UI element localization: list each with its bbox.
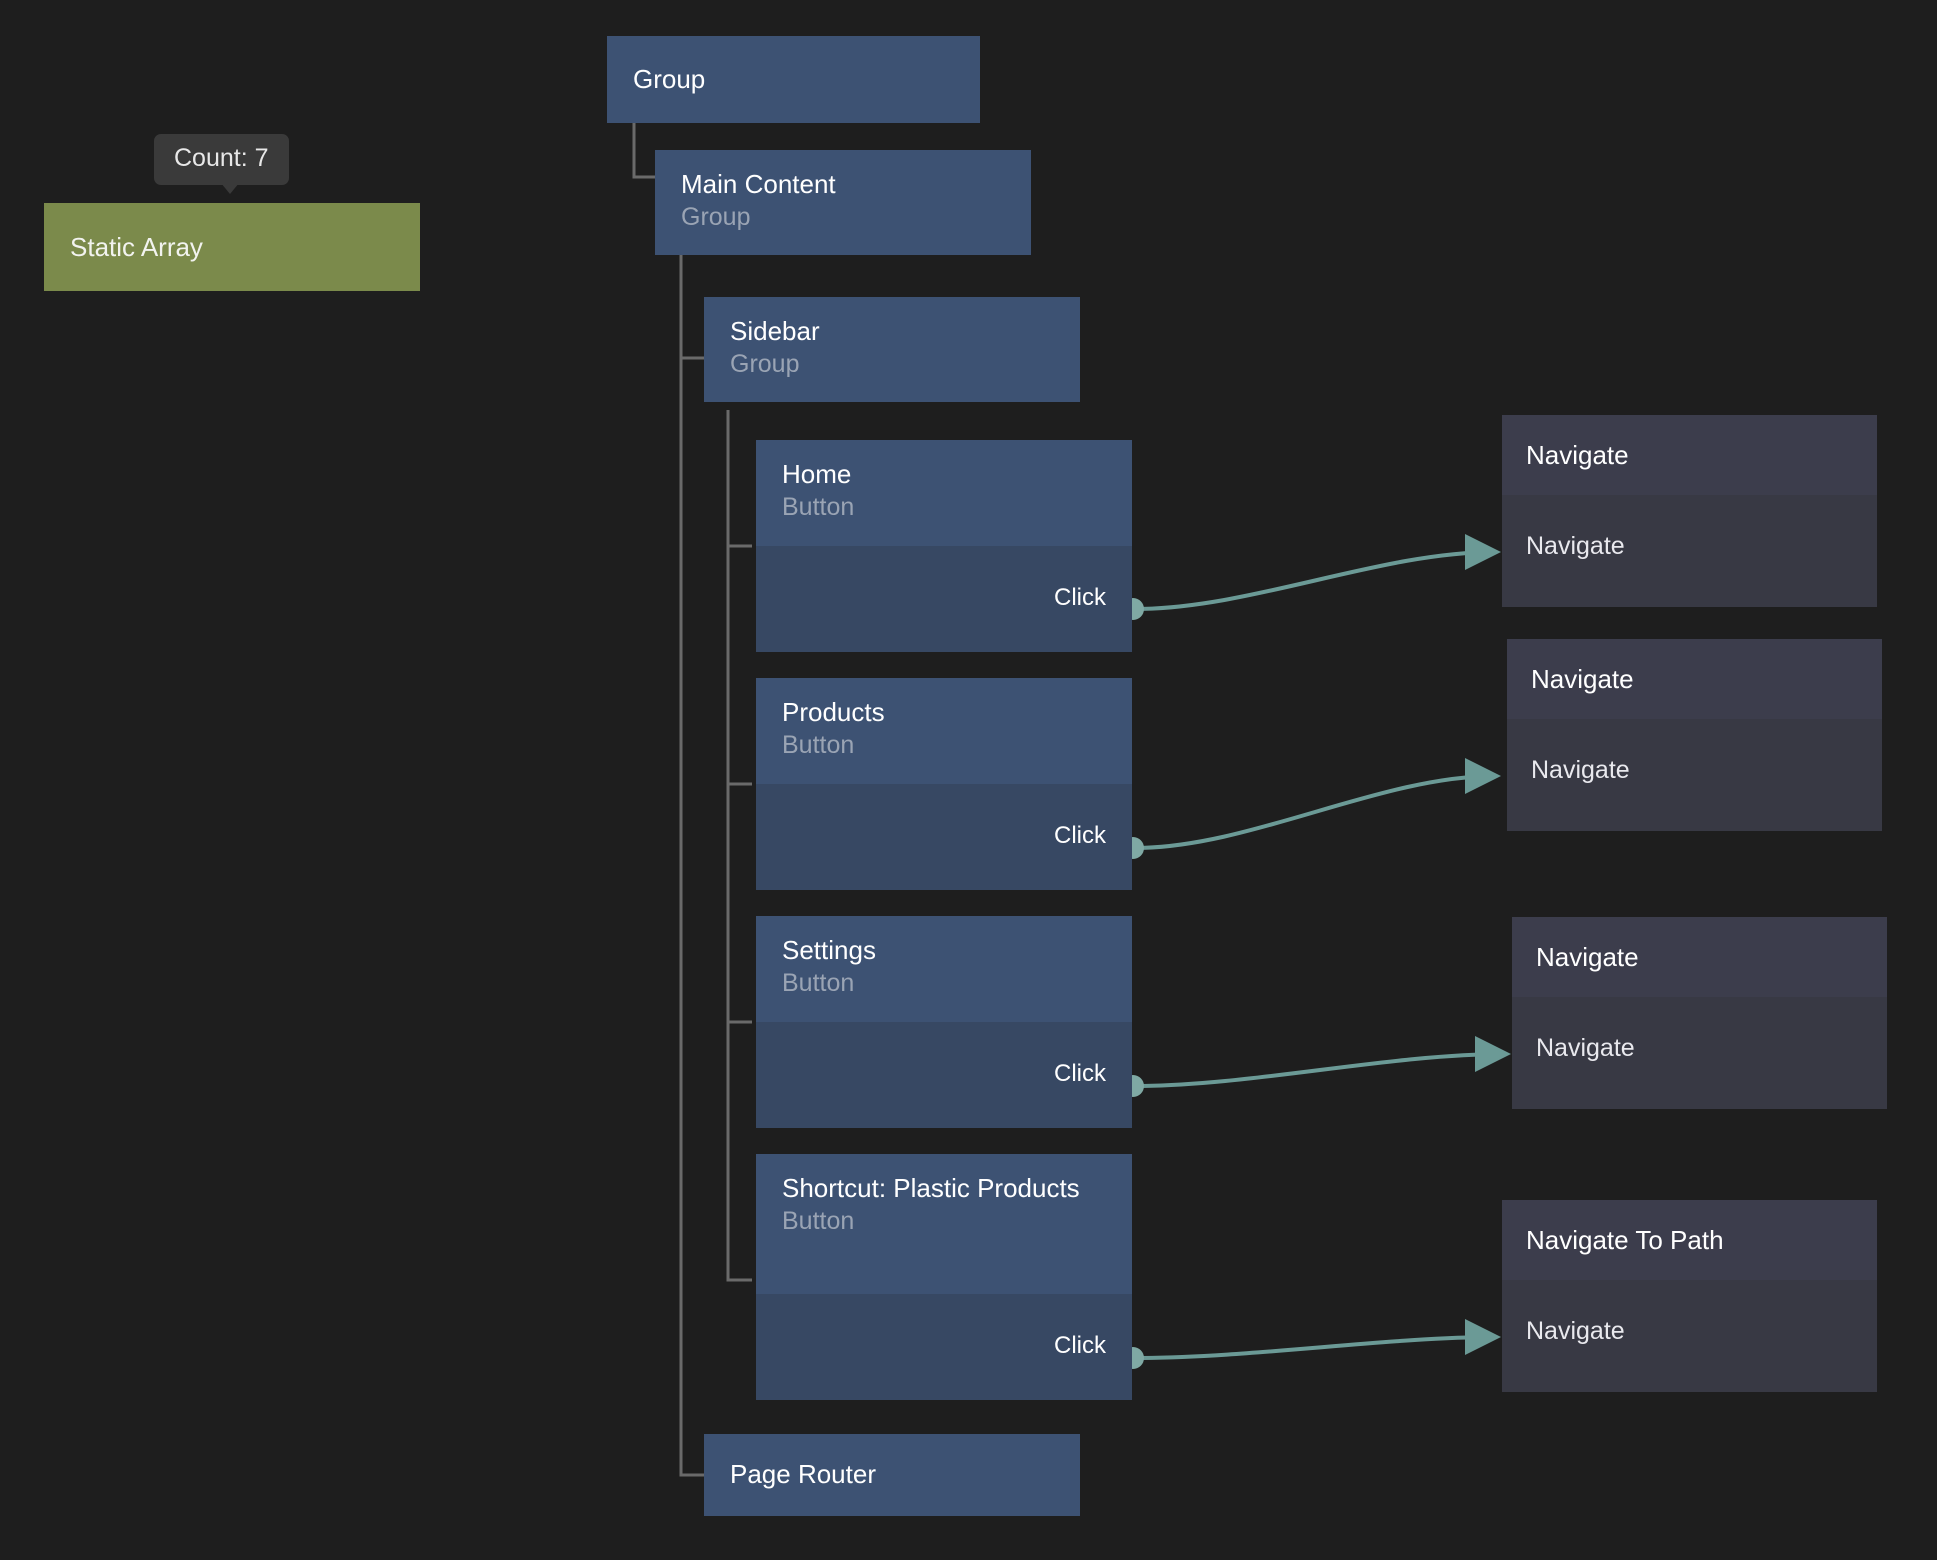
action-navigate-home-port[interactable]: Navigate	[1526, 532, 1625, 560]
node-shortcut-plastic-products[interactable]: Shortcut: Plastic Products Button Click	[756, 1154, 1132, 1400]
action-navigate-home-body: Navigate	[1502, 495, 1877, 607]
action-navigate-products-header: Navigate	[1507, 639, 1882, 719]
node-settings-body: Click	[756, 1022, 1132, 1128]
action-navigate-products-port[interactable]: Navigate	[1531, 756, 1630, 784]
action-navigate-products[interactable]: Navigate Navigate	[1507, 639, 1882, 831]
node-home-title: Home	[782, 459, 852, 489]
node-group-title: Group	[633, 63, 706, 94]
node-sidebar[interactable]: Sidebar Group	[704, 297, 1080, 402]
node-sidebar-header: Sidebar Group	[704, 297, 1080, 402]
node-home[interactable]: Home Button Click	[756, 440, 1132, 652]
action-navigate-products-body: Navigate	[1507, 719, 1882, 831]
node-settings-type: Button	[782, 969, 855, 998]
action-navigate-to-path-title: Navigate To Path	[1526, 1224, 1724, 1255]
node-main-content[interactable]: Main Content Group	[655, 150, 1031, 255]
action-navigate-to-path-port[interactable]: Navigate	[1526, 1317, 1625, 1345]
node-settings[interactable]: Settings Button Click	[756, 916, 1132, 1128]
wire-home-to-navigate	[1134, 534, 1501, 611]
node-shortcut-click-port[interactable]: Click	[1054, 1332, 1106, 1359]
action-navigate-settings-header: Navigate	[1512, 917, 1887, 997]
wire-products-to-navigate	[1134, 758, 1501, 850]
action-navigate-settings-port[interactable]: Navigate	[1536, 1034, 1635, 1062]
node-products-body: Click	[756, 784, 1132, 890]
node-products-click-port[interactable]: Click	[1054, 822, 1106, 849]
node-products[interactable]: Products Button Click	[756, 678, 1132, 890]
node-shortcut-type: Button	[782, 1207, 855, 1236]
node-products-header: Products Button	[756, 678, 1132, 784]
action-navigate-settings-title: Navigate	[1536, 941, 1639, 972]
action-navigate-to-path-body: Navigate	[1502, 1280, 1877, 1392]
action-navigate-settings-body: Navigate	[1512, 997, 1887, 1109]
node-home-click-port[interactable]: Click	[1054, 584, 1106, 611]
count-tooltip: Count: 7	[154, 134, 289, 185]
node-settings-click-port[interactable]: Click	[1054, 1060, 1106, 1087]
action-navigate-products-title: Navigate	[1531, 663, 1634, 694]
action-navigate-settings[interactable]: Navigate Navigate	[1512, 917, 1887, 1109]
wire-shortcut-to-navigate	[1134, 1319, 1501, 1360]
node-products-title: Products	[782, 697, 885, 727]
static-array-title: Static Array	[70, 231, 203, 262]
wire-settings-to-navigate	[1134, 1036, 1511, 1088]
node-home-type: Button	[782, 493, 855, 522]
node-page-router[interactable]: Page Router	[704, 1434, 1080, 1516]
node-page-router-header: Page Router	[704, 1434, 1080, 1516]
node-settings-title: Settings	[782, 935, 876, 965]
node-home-body: Click	[756, 546, 1132, 652]
node-main-content-type: Group	[681, 203, 751, 232]
node-shortcut-header: Shortcut: Plastic Products Button	[756, 1154, 1132, 1294]
node-group-header: Group	[607, 36, 980, 123]
action-navigate-to-path-header: Navigate To Path	[1502, 1200, 1877, 1280]
node-products-type: Button	[782, 731, 855, 760]
node-shortcut-body: Click	[756, 1294, 1132, 1400]
node-sidebar-title: Sidebar	[730, 316, 820, 346]
count-tooltip-label: Count: 7	[174, 144, 269, 172]
node-main-content-header: Main Content Group	[655, 150, 1031, 255]
action-navigate-home[interactable]: Navigate Navigate	[1502, 415, 1877, 607]
node-home-header: Home Button	[756, 440, 1132, 546]
action-navigate-home-header: Navigate	[1502, 415, 1877, 495]
count-tooltip-tail	[216, 177, 244, 194]
node-page-router-title: Page Router	[730, 1459, 876, 1490]
action-navigate-to-path[interactable]: Navigate To Path Navigate	[1502, 1200, 1877, 1392]
static-array-node[interactable]: Static Array	[44, 203, 420, 291]
node-sidebar-type: Group	[730, 350, 800, 379]
node-group[interactable]: Group	[607, 36, 980, 123]
node-shortcut-title: Shortcut: Plastic Products	[782, 1173, 1080, 1203]
node-settings-header: Settings Button	[756, 916, 1132, 1022]
action-navigate-home-title: Navigate	[1526, 439, 1629, 470]
node-main-content-title: Main Content	[681, 169, 836, 199]
